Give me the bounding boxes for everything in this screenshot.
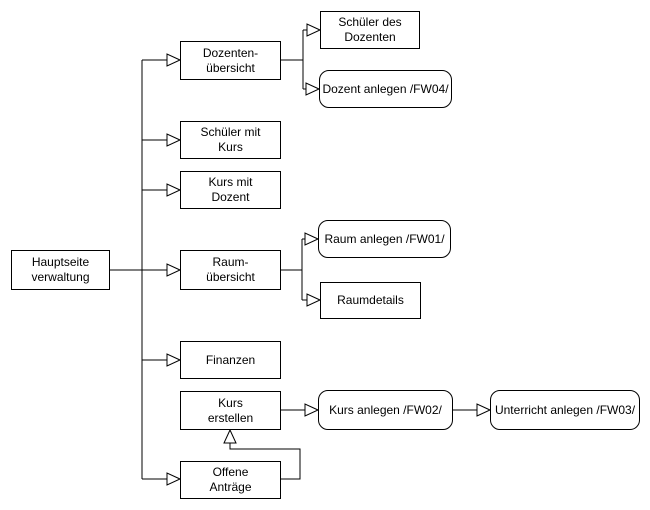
node-dozent-anlegen-fw04[interactable]: Dozent anlegen /FW04/ <box>319 70 452 108</box>
node-dozenten-uebersicht[interactable]: Dozenten- übersicht <box>180 41 281 80</box>
node-schueler-mit-kurs[interactable]: Schüler mit Kurs <box>180 121 281 159</box>
edge-raum-to-raumdetails <box>302 293 322 307</box>
node-kurs-anlegen-fw02[interactable]: Kurs anlegen /FW02/ <box>318 390 453 430</box>
arrowhead <box>476 403 492 417</box>
arrowhead <box>166 263 182 277</box>
node-hauptseite-verwaltung[interactable]: Hauptseite verwaltung <box>11 250 110 290</box>
edge-hauptseite-to-kurs-mit-dozent <box>142 183 182 197</box>
edge-dozenten-to-schueler-des-dozenten <box>281 23 322 89</box>
arrowhead <box>166 183 182 197</box>
arrowhead <box>306 23 322 37</box>
arrowhead <box>166 353 182 367</box>
node-raum-anlegen-fw01[interactable]: Raum anlegen /FW01/ <box>318 220 451 258</box>
node-offene-antraege[interactable]: Offene Anträge <box>180 461 281 499</box>
edge-hauptseite-to-offene-antraege <box>142 472 182 486</box>
node-finanzen[interactable]: Finanzen <box>180 341 281 379</box>
edge-hauptseite-to-dozenten-uebersicht <box>142 53 182 67</box>
node-kurs-mit-dozent[interactable]: Kurs mit Dozent <box>180 171 281 209</box>
edge-hauptseite-to-raum-uebersicht <box>110 263 182 277</box>
node-schueler-des-dozenten[interactable]: Schüler des Dozenten <box>320 11 420 49</box>
edge-raum-to-raum-anlegen <box>281 232 320 300</box>
edge-offene-antraege-to-kurs-erstellen <box>223 428 301 480</box>
arrowhead <box>304 403 320 417</box>
node-unterricht-anlegen-fw03[interactable]: Unterricht anlegen /FW03/ <box>490 390 640 430</box>
arrowhead <box>166 53 182 67</box>
edge-kurs-anlegen-to-unterricht-anlegen <box>453 403 492 417</box>
arrowhead <box>166 472 182 486</box>
arrowhead <box>305 82 321 96</box>
node-raum-uebersicht[interactable]: Raum- übersicht <box>180 250 281 290</box>
edge-dozenten-to-dozent-anlegen <box>303 82 321 96</box>
arrowhead <box>223 428 237 444</box>
edge-hauptseite-to-schueler-mit-kurs <box>142 133 182 147</box>
edge-hauptseite-to-finanzen <box>142 353 182 367</box>
node-kurs-erstellen[interactable]: Kurs erstellen <box>180 391 281 430</box>
arrowhead <box>166 133 182 147</box>
arrowhead <box>304 232 320 246</box>
arrowhead <box>306 293 322 307</box>
node-raumdetails[interactable]: Raumdetails <box>320 282 421 319</box>
edge-kurs-erstellen-to-kurs-anlegen <box>281 403 320 417</box>
